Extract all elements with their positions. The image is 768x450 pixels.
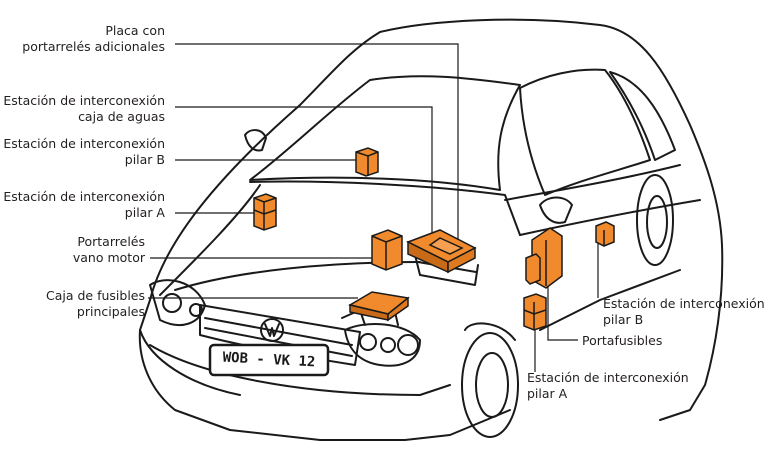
label-pilar-b-right-line2: pilar B: [603, 312, 644, 327]
electrical-components: [253, 147, 615, 331]
leader-lines: [148, 43, 599, 372]
label-portafusibles-line1: Portafusibles: [582, 333, 663, 348]
label-portarreles-line1: Portarrelés: [77, 234, 145, 249]
label-fusibles-line1: Caja de fusibles: [45, 288, 145, 303]
label-placa-line2: portarrelés adicionales: [22, 39, 165, 54]
label-placa-line1: Placa con: [105, 23, 165, 38]
label-portarreles-line2: vano motor: [72, 250, 145, 265]
label-fusibles-line2: principales: [76, 304, 145, 319]
label-pilar-b-left: Estación de interconexión pilar B: [3, 136, 165, 168]
label-pilar-a-right-line1: Estación de interconexión: [527, 370, 689, 385]
label-pilar-a-right: Estación de interconexión pilar A: [527, 370, 689, 402]
label-pilar-b-right: Estación de interconexión pilar B: [603, 296, 765, 328]
label-caja-aguas: Estación de interconexión caja de aguas: [3, 93, 165, 125]
license-plate: [208, 343, 330, 377]
label-caja-aguas-line2: caja de aguas: [78, 109, 165, 124]
label-caja-aguas-line1: Estación de interconexión: [3, 93, 165, 108]
label-pilar-b-right-line1: Estación de interconexión: [603, 296, 765, 311]
label-placa-portarreles: Placa con portarrelés adicionales: [22, 23, 165, 55]
label-portafusibles: Portafusibles: [582, 333, 662, 349]
label-pilar-a-left-line2: pilar A: [124, 205, 165, 220]
label-pilar-a-left: Estación de interconexión pilar A: [3, 189, 165, 221]
label-pilar-b-left-line2: pilar B: [124, 152, 165, 167]
label-fusibles-principales: Caja de fusibles principales: [46, 288, 145, 320]
label-pilar-a-right-line2: pilar A: [527, 386, 568, 401]
label-portarreles-vano: Portarrelés vano motor: [73, 234, 145, 266]
label-pilar-a-left-line1: Estación de interconexión: [3, 189, 165, 204]
label-pilar-b-left-line1: Estación de interconexión: [3, 136, 165, 151]
